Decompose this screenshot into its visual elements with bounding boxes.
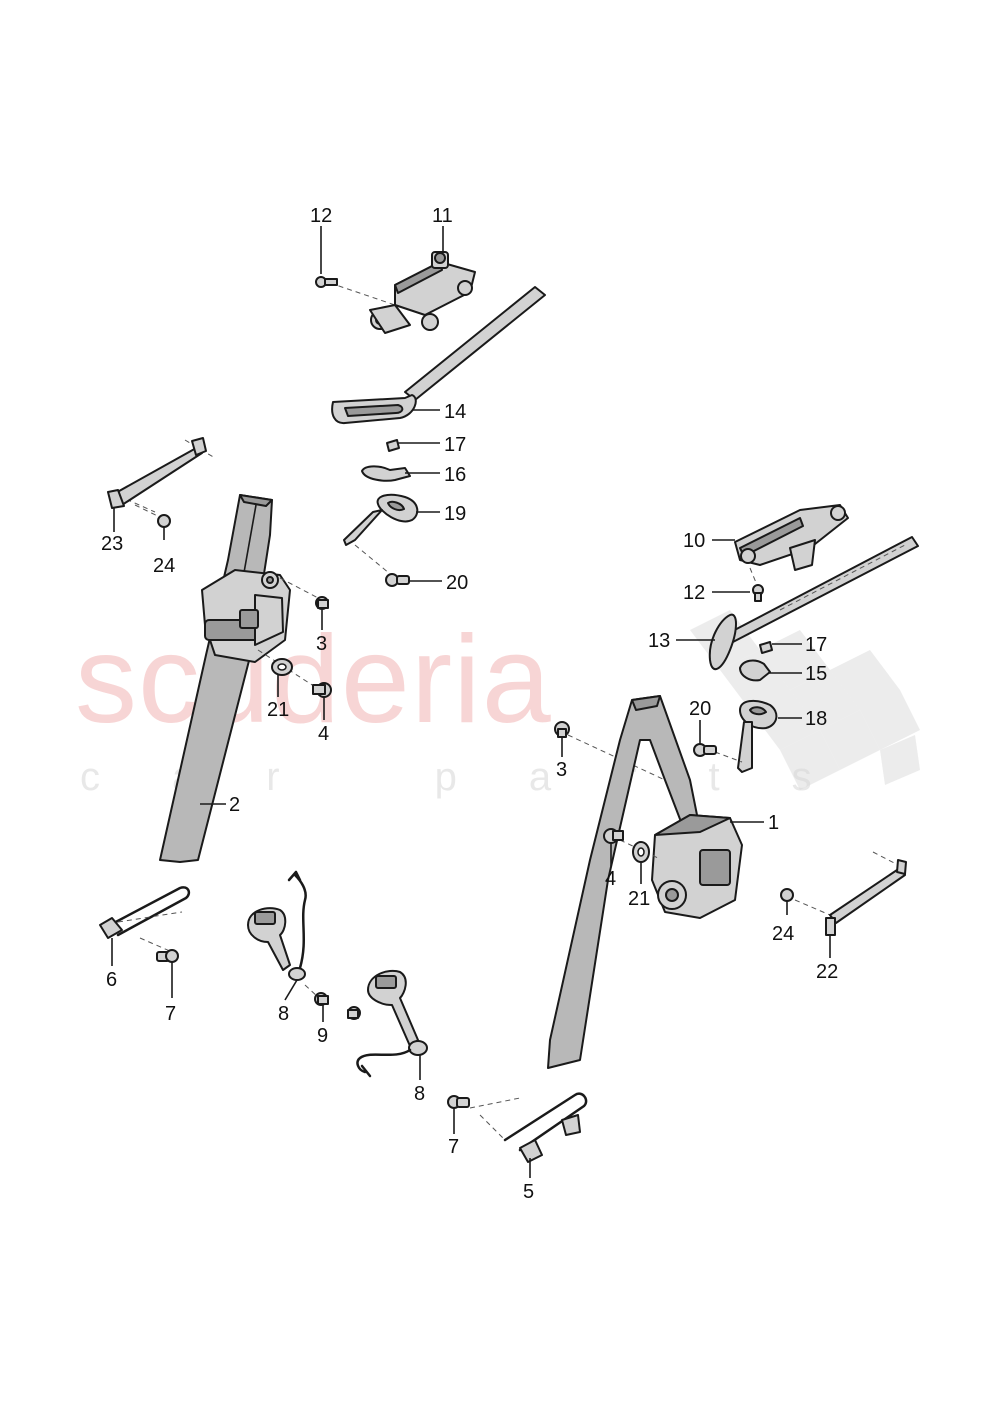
screw-17-right bbox=[759, 641, 773, 654]
callout-15: 15 bbox=[805, 663, 827, 685]
anchor-bracket-6 bbox=[99, 886, 191, 953]
belt-retractor-left bbox=[201, 569, 291, 663]
bracket-22 bbox=[825, 859, 907, 936]
height-adjuster-11 bbox=[369, 251, 476, 334]
callout-21-right: 21 bbox=[628, 888, 650, 910]
bolt-7-right bbox=[447, 1095, 470, 1109]
bolt-4-right bbox=[603, 828, 624, 844]
bolt-7-left bbox=[156, 949, 179, 963]
bolt-9-b bbox=[347, 1006, 361, 1020]
callout-3-left: 3 bbox=[316, 633, 327, 655]
right-seat-belt-assembly bbox=[547, 504, 919, 1069]
height-adjuster-10 bbox=[734, 504, 849, 571]
bolt-20-right bbox=[693, 743, 717, 757]
screw-12-top bbox=[315, 276, 338, 288]
callout-7-right: 7 bbox=[448, 1136, 459, 1158]
callout-16: 16 bbox=[444, 464, 466, 486]
callout-4-left: 4 bbox=[318, 723, 329, 745]
left-seat-belt-assembly bbox=[107, 437, 332, 863]
callout-21-left: 21 bbox=[267, 699, 289, 721]
callout-7-left: 7 bbox=[165, 1003, 176, 1025]
callout-17-right: 17 bbox=[805, 634, 827, 656]
callout-8-right: 8 bbox=[414, 1083, 425, 1105]
anchor-bracket-5 bbox=[503, 1092, 588, 1163]
belt-rail-14 bbox=[331, 286, 546, 425]
callout-24-left: 24 bbox=[153, 555, 175, 577]
callout-5: 5 bbox=[523, 1181, 534, 1203]
screw-24-right bbox=[780, 888, 794, 915]
clip-16 bbox=[361, 465, 411, 482]
callout-12-right: 12 bbox=[683, 582, 705, 604]
callout-14: 14 bbox=[444, 401, 466, 423]
callout-12-top: 12 bbox=[310, 205, 332, 227]
clip-15 bbox=[739, 659, 771, 682]
belt-webbing-1 bbox=[547, 695, 701, 1069]
bolt-9-a bbox=[314, 992, 329, 1006]
belt-guide-18 bbox=[737, 699, 778, 773]
belt-guide-loop-19 bbox=[343, 493, 419, 546]
bolt-20-left bbox=[385, 573, 410, 587]
callout-19: 19 bbox=[444, 503, 466, 525]
callout-11: 11 bbox=[432, 205, 453, 227]
callout-leaders bbox=[111, 226, 831, 1178]
screw-12-right bbox=[752, 584, 764, 602]
callout-labels: 12 11 14 17 16 19 20 23 24 3 21 4 2 10 1… bbox=[101, 205, 838, 1203]
bracket-23 bbox=[107, 437, 207, 509]
callout-13: 13 bbox=[648, 630, 670, 652]
callout-17-top: 17 bbox=[444, 434, 466, 456]
callout-3-right: 3 bbox=[556, 759, 567, 781]
screw-3-left bbox=[315, 596, 329, 610]
callout-8-left: 8 bbox=[278, 1003, 289, 1025]
bolt-4-left bbox=[312, 682, 332, 698]
washer-21-right bbox=[632, 841, 650, 863]
callout-10: 10 bbox=[683, 530, 705, 552]
callout-9: 9 bbox=[317, 1025, 328, 1047]
callout-23: 23 bbox=[101, 533, 123, 555]
callout-6: 6 bbox=[106, 969, 117, 991]
callout-4-right: 4 bbox=[605, 868, 616, 890]
washer-21-left bbox=[271, 658, 293, 676]
callout-24-right: 24 bbox=[772, 923, 794, 945]
callout-18: 18 bbox=[805, 708, 827, 730]
callout-20-right: 20 bbox=[689, 698, 711, 720]
callout-1: 1 bbox=[768, 812, 779, 834]
callout-22: 22 bbox=[816, 961, 838, 983]
callout-2: 2 bbox=[229, 794, 240, 816]
upper-left-belt-assembly bbox=[315, 251, 546, 587]
callout-20-left: 20 bbox=[446, 572, 468, 594]
screw-24-left bbox=[157, 514, 171, 540]
lower-anchor-assembly bbox=[99, 870, 588, 1163]
screw-17-top bbox=[386, 439, 400, 452]
watermark-brand: scuderia bbox=[75, 611, 552, 749]
screw-3-right bbox=[554, 721, 570, 738]
buckle-8-left bbox=[247, 870, 307, 981]
belt-retractor-right bbox=[651, 814, 743, 919]
buckle-8-right bbox=[356, 970, 428, 1078]
belt-rail-13 bbox=[708, 536, 919, 671]
